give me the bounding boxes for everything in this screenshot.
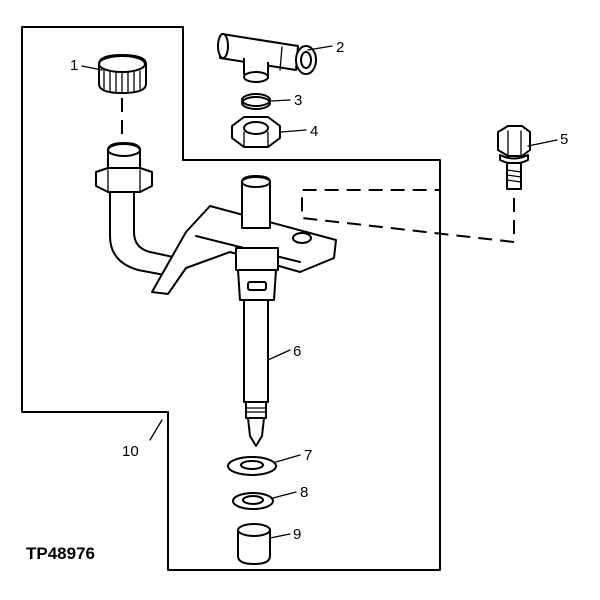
- callout-3: 3: [294, 92, 302, 109]
- washer-part: [227, 456, 277, 476]
- tee-fitting-part: [217, 33, 317, 83]
- callout-6: 6: [293, 343, 301, 360]
- hex-nut-part: [231, 116, 281, 148]
- sealing-ring-part: [241, 93, 271, 110]
- callout-4: 4: [310, 123, 318, 140]
- seal-washer-part: [232, 492, 274, 510]
- callout-7: 7: [304, 447, 312, 464]
- dust-cap-part: [98, 54, 147, 94]
- injection-nozzle-part: [235, 175, 279, 447]
- protective-cap-part: [237, 523, 271, 565]
- callout-5: 5: [560, 131, 568, 148]
- callout-9: 9: [293, 526, 301, 543]
- callout-1: 1: [70, 57, 78, 74]
- assembly-boundary-outline: [21, 26, 441, 571]
- callout-8: 8: [300, 484, 308, 501]
- fuel-line-pipe: [95, 142, 179, 277]
- bolt-alignment-dashline: [301, 189, 515, 244]
- figure-id-label: TP48976: [26, 544, 95, 563]
- leader-lines: [81, 45, 558, 539]
- callout-2: 2: [336, 39, 344, 56]
- callout-labels: 1 2 3 4 5 6 7 8 9 10: [70, 39, 568, 543]
- callout-10: 10: [122, 443, 139, 460]
- bolt-part: [497, 125, 531, 190]
